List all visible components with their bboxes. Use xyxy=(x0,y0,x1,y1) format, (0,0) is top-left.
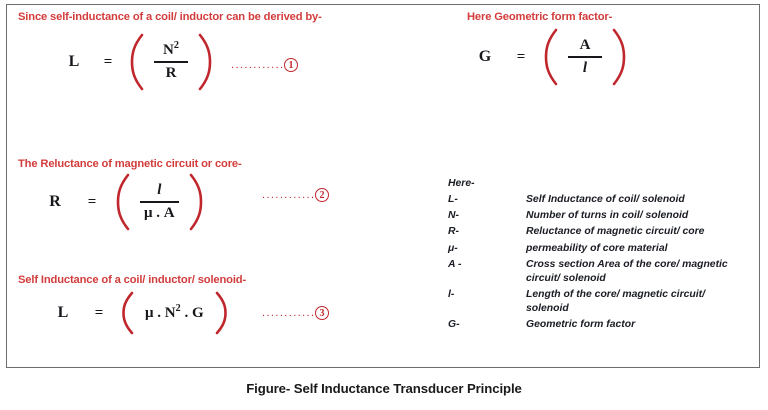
left-parenthesis-icon xyxy=(120,291,135,335)
legend-symbol: l- xyxy=(448,288,455,300)
legend-row: G- Geometric form factor xyxy=(448,318,754,332)
legend-symbol: R- xyxy=(448,226,459,238)
equation-g-bracket-group: A l xyxy=(542,28,628,86)
legend-row: A - Cross section Area of the core/ magn… xyxy=(448,258,754,285)
equation-g-denominator: l xyxy=(582,60,588,76)
equation-number-3: 3 xyxy=(315,306,329,320)
right-parenthesis-icon xyxy=(188,173,205,231)
left-parenthesis-icon xyxy=(114,173,131,231)
legend-title: Here- xyxy=(448,178,475,189)
left-parenthesis-icon xyxy=(128,33,145,91)
equation-3-leader: .................... 3 xyxy=(262,306,329,320)
figure-caption: Figure- Self Inductance Transducer Princ… xyxy=(246,381,522,396)
legend-row: N- Number of turns in coil/ solenoid xyxy=(448,209,754,223)
equation-3-equals: = xyxy=(94,304,104,321)
equation-1-fraction-bar xyxy=(154,61,188,63)
legend-definition: Geometric form factor xyxy=(526,318,636,330)
right-parenthesis-icon xyxy=(197,33,214,91)
equation-2-leader: .................... 2 xyxy=(262,188,329,202)
equation-3-lhs: L xyxy=(57,304,69,321)
equation-2-fraction-bar xyxy=(140,201,179,203)
leader-dots: .................... xyxy=(262,190,314,200)
legend-row: l- Length of the core/ magnetic circuit/… xyxy=(448,288,754,315)
equation-2: R = l μ . A xyxy=(40,173,205,231)
heading-equation-g: Here Geometric form factor- xyxy=(467,11,613,23)
legend-row: L- Self Inductance of coil/ solenoid xyxy=(448,193,754,207)
equation-number-1: 1 xyxy=(284,58,298,72)
leader-dots: .................... xyxy=(262,308,314,318)
heading-equation-1: Since self-inductance of a coil/ inducto… xyxy=(18,11,322,23)
equation-1-lhs: L xyxy=(68,53,80,70)
equation-2-lhs: R xyxy=(49,193,61,210)
equation-g-equals: = xyxy=(516,48,526,65)
legend-symbol: L- xyxy=(448,194,458,205)
equation-g-fraction-bar xyxy=(568,56,602,58)
equation-2-bracket-group: l μ . A xyxy=(114,173,205,231)
equation-2-fraction: l μ . A xyxy=(131,180,188,224)
legend-definition: Number of turns in coil/ solenoid xyxy=(526,210,689,222)
equation-1: L = N2 R xyxy=(60,33,214,91)
equation-g-fraction: A l xyxy=(559,35,611,79)
equation-1-numerator: N2 xyxy=(163,40,179,59)
equation-g-numerator: A xyxy=(579,37,591,54)
left-parenthesis-icon xyxy=(542,28,559,86)
equation-3-expression: μ . N2 . G xyxy=(145,302,204,321)
equation-g-lhs: G xyxy=(478,48,492,65)
equation-1-leader: .................... 1 xyxy=(231,58,298,72)
heading-equation-2: The Reluctance of magnetic circuit or co… xyxy=(18,158,242,170)
equation-1-fraction: N2 R xyxy=(145,40,197,84)
equation-1-bracket-group: N2 R xyxy=(128,33,214,91)
legend-definition: Length of the core/ magnetic circuit/ so… xyxy=(526,288,705,314)
equation-g: G = A l xyxy=(470,28,628,86)
equation-2-numerator: l xyxy=(157,182,162,199)
equation-3-bracket-group: μ . N2 . G xyxy=(120,291,229,335)
legend-definition: Self Inductance of coil/ solenoid xyxy=(526,194,685,205)
legend-symbol: N- xyxy=(448,210,459,222)
leader-dots: .................... xyxy=(231,60,283,70)
equation-2-denominator: μ . A xyxy=(144,205,175,221)
legend-symbol: μ- xyxy=(448,242,458,254)
legend-definition: permeability of core material xyxy=(526,242,668,254)
right-parenthesis-icon xyxy=(611,28,628,86)
equation-2-equals: = xyxy=(87,193,97,210)
legend-row: μ- permeability of core material xyxy=(448,242,754,256)
legend: Here- L- Self Inductance of coil/ soleno… xyxy=(448,178,754,334)
legend-symbol: G- xyxy=(448,318,460,330)
legend-symbol: A - xyxy=(448,258,462,270)
equation-3: L = μ . N2 . G xyxy=(48,291,229,335)
legend-definition: Reluctance of magnetic circuit/ core xyxy=(526,226,705,238)
heading-equation-3: Self Inductance of a coil/ inductor/ sol… xyxy=(18,274,247,286)
legend-definition: Cross section Area of the core/ magnetic… xyxy=(526,258,728,284)
equation-1-equals: = xyxy=(103,53,113,70)
equation-number-2: 2 xyxy=(315,188,329,202)
legend-row: R- Reluctance of magnetic circuit/ core xyxy=(448,225,754,239)
right-parenthesis-icon xyxy=(214,291,229,335)
equation-1-denominator: R xyxy=(165,65,177,81)
